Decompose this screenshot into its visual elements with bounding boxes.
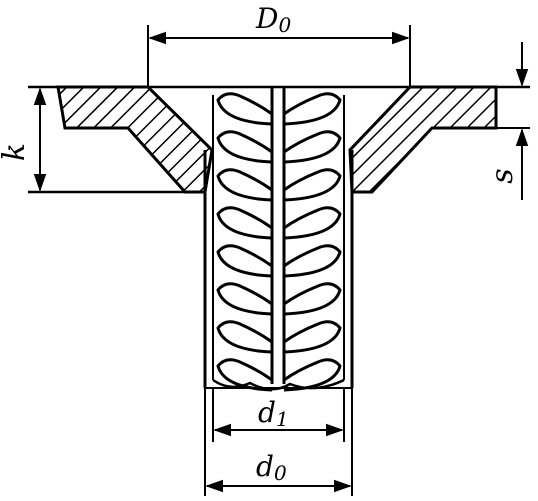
transverse-rib-left (216, 244, 273, 278)
transverse-rib-right (283, 320, 342, 354)
transverse-rib-right (283, 244, 342, 278)
D0-label: D0 (255, 2, 291, 37)
k-label: k (0, 143, 32, 161)
d0-label: d0 (256, 450, 287, 485)
transverse-rib-left (216, 282, 273, 316)
right-plate-section (348, 85, 498, 194)
transverse-rib-left (216, 130, 273, 164)
left-plate-section (56, 85, 214, 194)
d1-label: d1 (258, 396, 289, 431)
transverse-rib-left (216, 168, 273, 202)
transverse-rib-right (283, 206, 342, 240)
transverse-ribs (216, 92, 342, 392)
transverse-rib-right (283, 282, 342, 316)
transverse-rib-left (216, 358, 273, 392)
transverse-rib-right (283, 130, 342, 164)
transverse-rib-right (283, 168, 342, 202)
transverse-rib-left (216, 92, 273, 126)
transverse-rib-left (216, 320, 273, 354)
transverse-rib-left (216, 206, 273, 240)
transverse-rib-right (283, 92, 342, 126)
s-label: s (485, 168, 520, 183)
transverse-rib-right (283, 358, 342, 392)
